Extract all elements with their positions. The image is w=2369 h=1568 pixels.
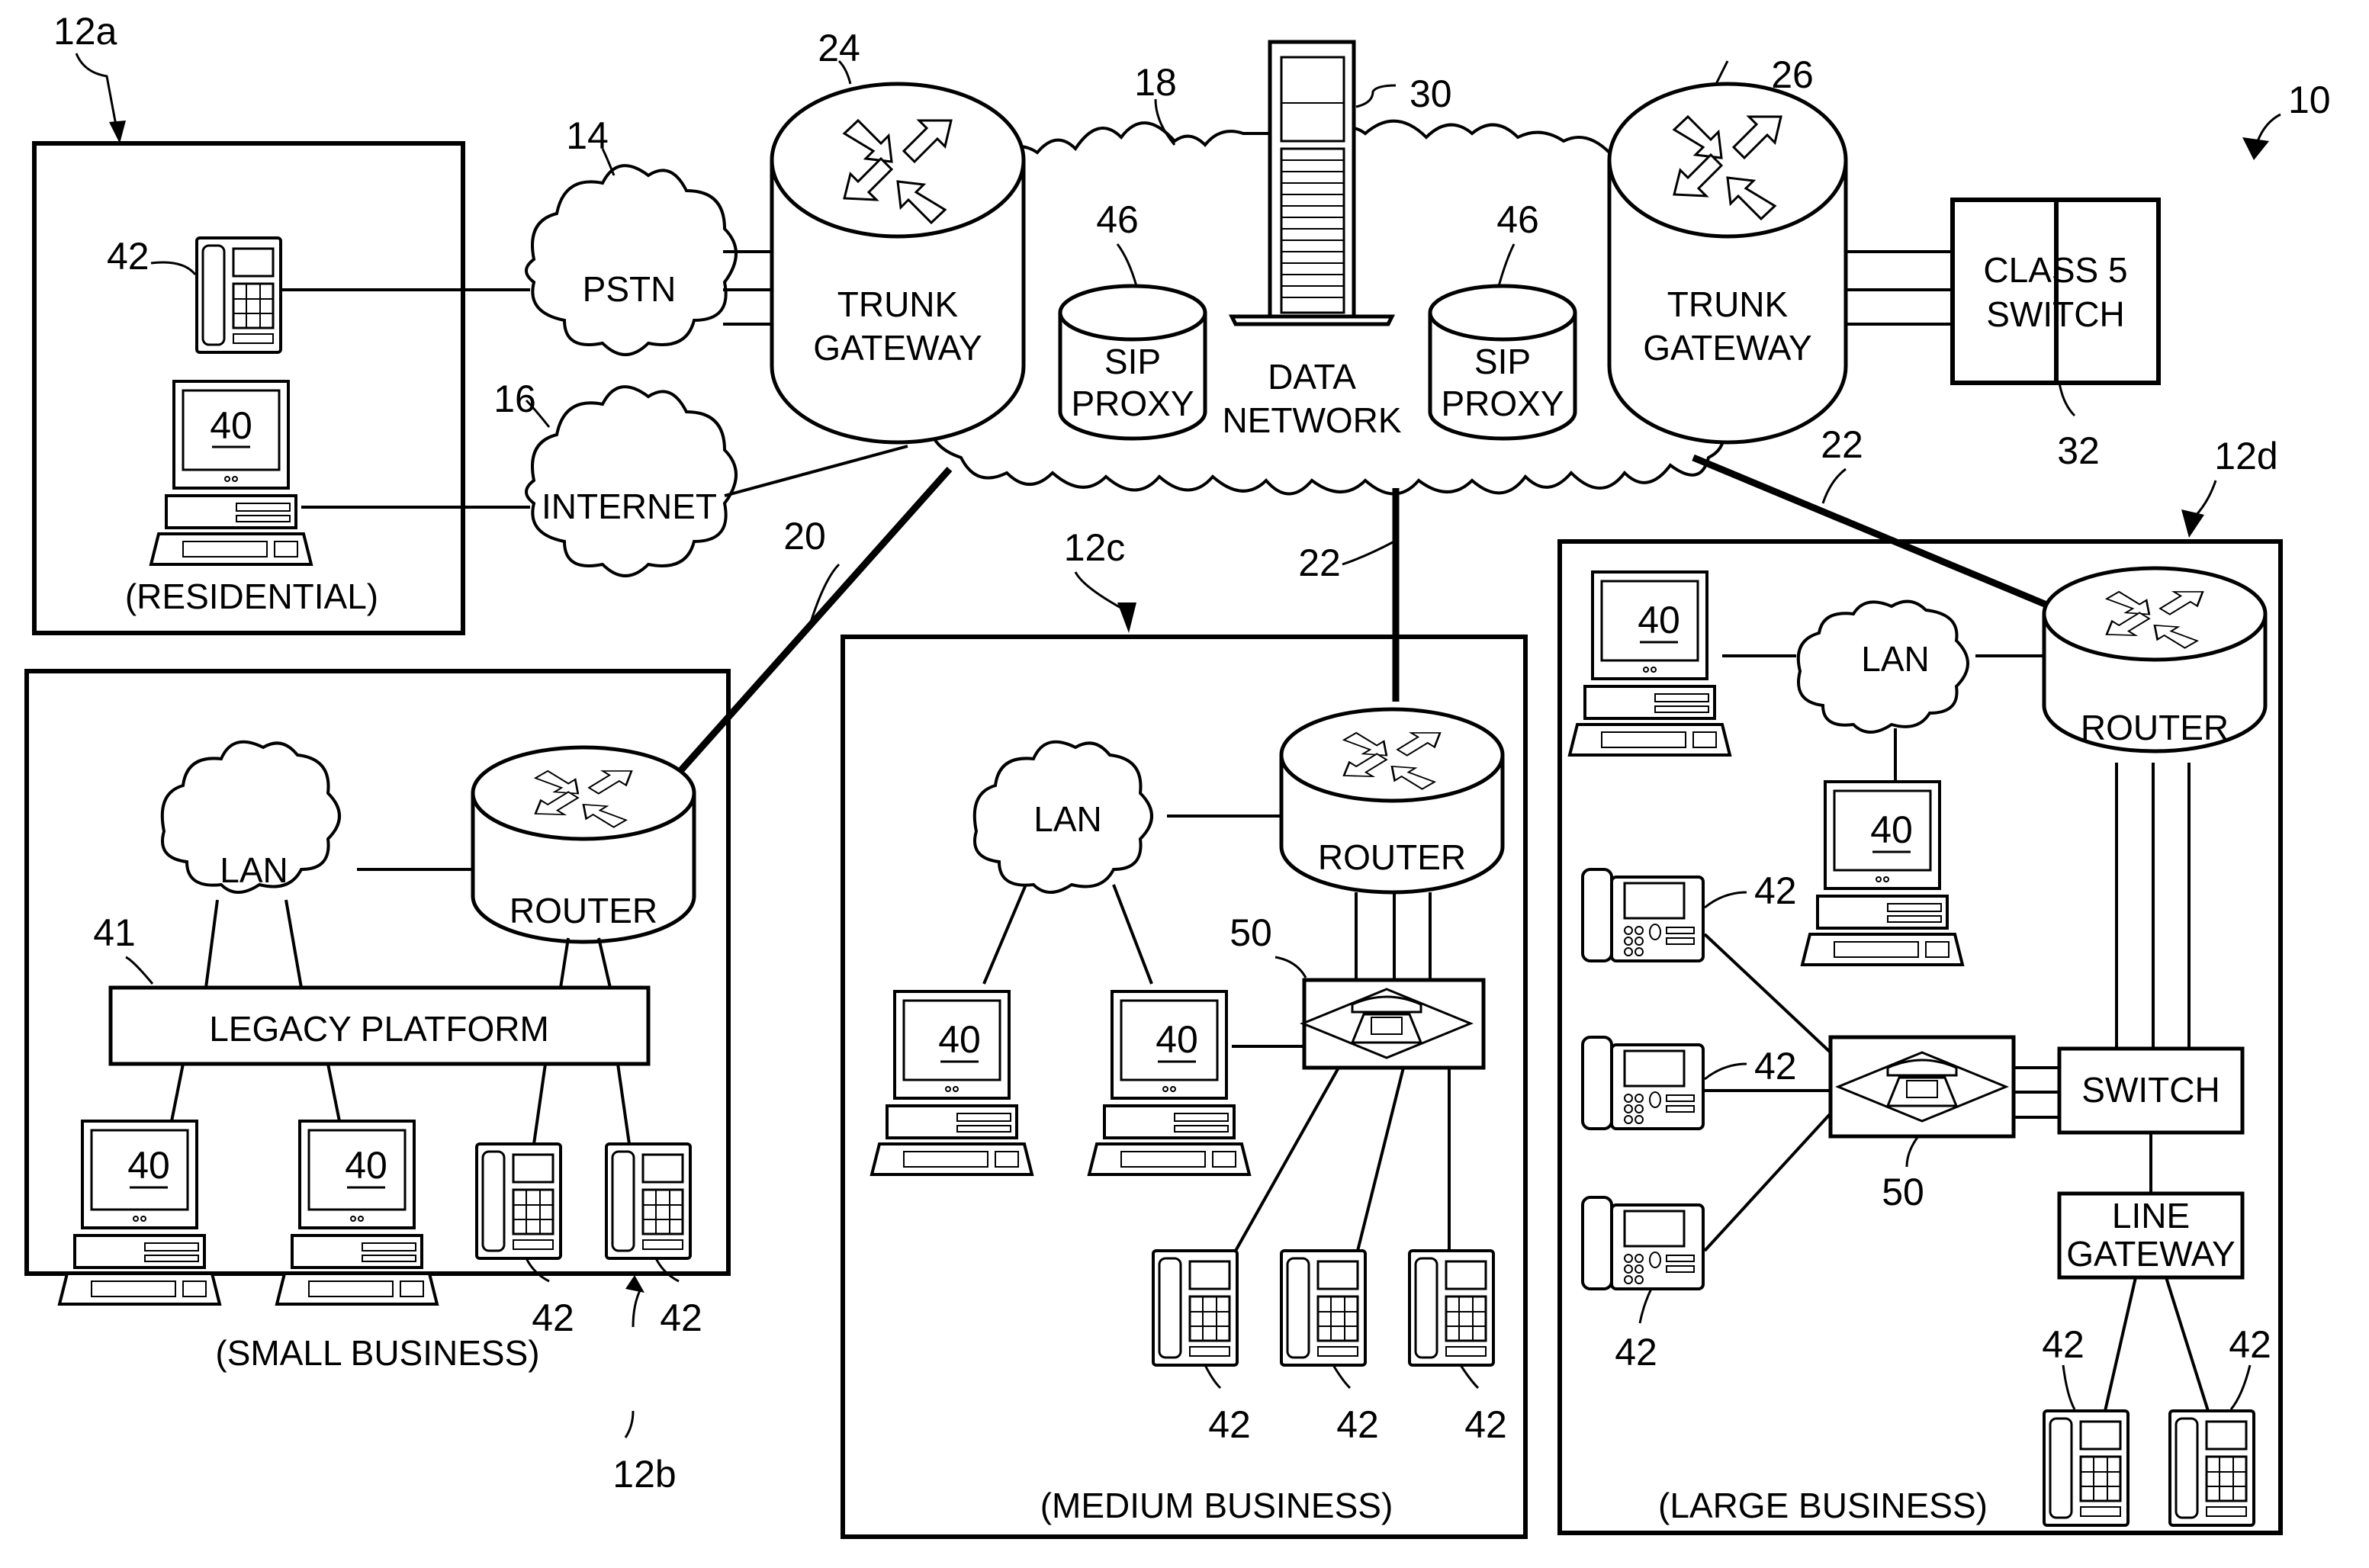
ref-41: 41 bbox=[93, 911, 136, 954]
ref-42: 42 bbox=[107, 235, 149, 278]
phone-ref: 42 bbox=[660, 1296, 702, 1339]
trunk-gateway-26: TRUNK GATEWAY 26 bbox=[1607, 53, 1848, 445]
ref-46-left: 46 bbox=[1096, 198, 1139, 241]
phone-ref: 42 bbox=[2229, 1323, 2271, 1366]
switch-label: SWITCH bbox=[2081, 1070, 2220, 1110]
site-medium-business: 12c LAN ROUTER 50 40 40 bbox=[841, 526, 1528, 1539]
ref-22-medium: 22 bbox=[1298, 541, 1341, 584]
phone-icon bbox=[475, 1142, 562, 1260]
ref-24: 24 bbox=[818, 27, 860, 69]
ref-20: 20 bbox=[783, 515, 826, 557]
datanet-line1: DATA bbox=[1268, 357, 1356, 397]
line-gateway-line2: GATEWAY bbox=[2066, 1234, 2236, 1274]
pstn-cloud: PSTN 14 bbox=[525, 114, 738, 356]
legacy-platform-label: LEGACY PLATFORM bbox=[209, 1009, 549, 1049]
ref-18: 18 bbox=[1134, 61, 1177, 104]
class5-line1: CLASS 5 bbox=[1983, 250, 2127, 290]
phone-icon bbox=[2043, 1409, 2130, 1527]
phone-icon bbox=[1152, 1249, 1239, 1367]
link-internet-datanet bbox=[724, 445, 908, 497]
ref-14: 14 bbox=[566, 114, 609, 157]
computer-ref: 40 bbox=[127, 1144, 170, 1187]
sip-left-line2: PROXY bbox=[1071, 384, 1194, 423]
site-small-business: LAN ROUTER LEGACY PLATFORM 41 40 40 42 4… bbox=[24, 669, 731, 1496]
phone-ref: 42 bbox=[1336, 1403, 1379, 1446]
ref-50: 50 bbox=[1882, 1171, 1924, 1213]
computer-ref: 40 bbox=[210, 404, 252, 447]
sip-proxy-left: SIP PROXY 46 bbox=[1058, 198, 1207, 441]
computer-ref: 40 bbox=[1638, 599, 1680, 641]
datanet-line2: NETWORK bbox=[1222, 400, 1401, 440]
lan-label: LAN bbox=[1033, 799, 1101, 839]
tg24-line2: GATEWAY bbox=[813, 328, 982, 368]
router-label: ROUTER bbox=[509, 891, 657, 930]
computer-ref: 40 bbox=[1870, 808, 1913, 851]
router-label: ROUTER bbox=[1318, 837, 1466, 877]
phone-ref: 42 bbox=[1208, 1403, 1251, 1446]
tg26-line1: TRUNK bbox=[1667, 284, 1789, 324]
phone-ref: 42 bbox=[2042, 1323, 2085, 1366]
ip-phone-icon bbox=[1581, 1196, 1705, 1290]
data-network-cloud bbox=[929, 119, 1725, 496]
computer-ref: 40 bbox=[938, 1018, 981, 1061]
ref-30: 30 bbox=[1410, 72, 1452, 115]
ref-22-large: 22 bbox=[1821, 423, 1863, 466]
ref-12d: 12d bbox=[2214, 435, 2277, 477]
tg24-line1: TRUNK bbox=[837, 284, 959, 324]
internet-label: INTERNET bbox=[542, 487, 717, 526]
computer-ref: 40 bbox=[1156, 1018, 1198, 1061]
phone-icon bbox=[1280, 1249, 1367, 1367]
router-label: ROUTER bbox=[2081, 708, 2229, 747]
phone-icon bbox=[195, 236, 282, 354]
small-business-caption: (SMALL BUSINESS) bbox=[215, 1333, 539, 1373]
pstn-label: PSTN bbox=[583, 269, 677, 309]
line-gateway-line1: LINE bbox=[2112, 1196, 2190, 1235]
ref-46-right: 46 bbox=[1496, 198, 1539, 241]
phone-icon bbox=[2168, 1409, 2255, 1527]
ref-26: 26 bbox=[1771, 53, 1814, 96]
medium-business-caption: (MEDIUM BUSINESS) bbox=[1040, 1486, 1393, 1525]
trunk-gateway-24: TRUNK GATEWAY 24 bbox=[770, 27, 1026, 445]
ref-12b: 12b bbox=[612, 1453, 676, 1496]
phone-ref: 42 bbox=[532, 1296, 574, 1339]
ip-phone-ref: 42 bbox=[1615, 1331, 1657, 1374]
phone-ref: 42 bbox=[1464, 1403, 1507, 1446]
large-business-caption: (LARGE BUSINESS) bbox=[1658, 1486, 1988, 1525]
ref-10: 10 bbox=[2288, 79, 2331, 121]
class5-line2: SWITCH bbox=[1986, 294, 2124, 334]
ref-12c: 12c bbox=[1064, 526, 1126, 569]
phone-icon bbox=[1408, 1249, 1495, 1367]
sip-left-line1: SIP bbox=[1104, 342, 1161, 381]
ref-32: 32 bbox=[2057, 429, 2100, 472]
ip-phone-icon bbox=[1581, 868, 1705, 962]
ip-phone-ref: 42 bbox=[1754, 869, 1797, 912]
residential-caption: (RESIDENTIAL) bbox=[125, 577, 378, 616]
sip-right-line2: PROXY bbox=[1441, 384, 1564, 423]
sip-right-line1: SIP bbox=[1474, 342, 1531, 381]
lan-label: LAN bbox=[220, 850, 288, 890]
server-30: 30 bbox=[1228, 40, 1452, 326]
ref-50: 50 bbox=[1230, 911, 1272, 954]
sip-proxy-right: SIP PROXY 46 bbox=[1428, 198, 1577, 441]
lan-label: LAN bbox=[1861, 639, 1929, 679]
ref-16: 16 bbox=[493, 378, 536, 420]
internet-cloud: INTERNET 16 bbox=[493, 378, 738, 577]
ref-12a: 12a bbox=[53, 10, 117, 53]
ip-phone-icon bbox=[1581, 1036, 1705, 1130]
link-22-large bbox=[1692, 454, 2061, 614]
phone-icon bbox=[605, 1142, 692, 1260]
site-large-business: 12d ROUTER LAN 40 40 SWITCH LINE GATEWAY bbox=[1557, 435, 2283, 1535]
ip-phone-ref: 42 bbox=[1754, 1045, 1797, 1088]
tg26-line2: GATEWAY bbox=[1643, 328, 1812, 368]
site-residential: 12a 42 40 (RESIDENTIAL) bbox=[32, 10, 465, 635]
class5-switch bbox=[1950, 198, 2059, 385]
computer-ref: 40 bbox=[345, 1144, 387, 1187]
